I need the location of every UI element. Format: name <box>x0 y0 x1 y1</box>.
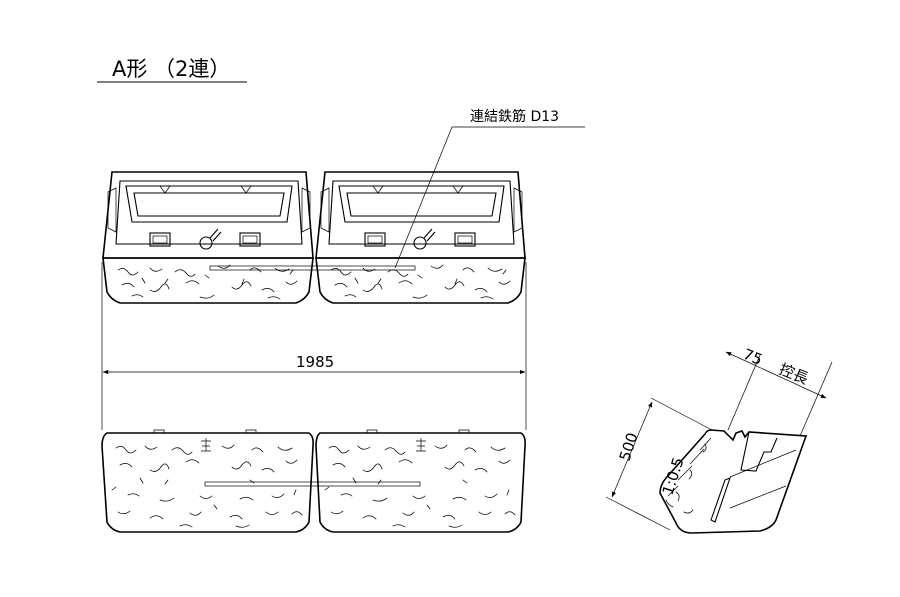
stone-texture <box>117 264 298 300</box>
rebar-leader-line <box>394 126 453 269</box>
drawing-title: A形 （2連） <box>112 57 230 81</box>
block-face-outline <box>315 432 526 533</box>
block-textured-face <box>102 257 314 304</box>
anchor-mark <box>416 438 426 452</box>
rebar-hole <box>199 236 213 250</box>
extension-line-bottom <box>605 496 671 531</box>
lifting-slot-left <box>364 232 386 247</box>
lifting-slot-right <box>239 232 261 247</box>
depth-dimension-line <box>725 351 827 399</box>
block-front-view-right <box>315 171 526 304</box>
block-face-view-right <box>315 429 526 533</box>
extension-line-depth-right <box>799 361 833 437</box>
block-face-outline <box>101 432 314 533</box>
rebar-hole <box>413 236 427 250</box>
block-top-outline <box>102 171 314 259</box>
connecting-rebar-bottom <box>204 481 421 487</box>
depth-dimension: 75 <box>741 345 765 369</box>
extension-line-top <box>650 397 713 431</box>
connecting-rebar-top <box>209 265 416 271</box>
section-rebar-slot <box>710 477 731 523</box>
anchor-mark <box>201 438 211 452</box>
block-pocket <box>338 185 505 223</box>
stone-texture <box>665 443 707 514</box>
block-textured-face <box>315 257 526 304</box>
height-dimension-line <box>611 401 653 498</box>
height-dimension: 500 <box>616 430 642 463</box>
slope-label: 1:0.5 <box>659 455 688 497</box>
block-top-outline <box>315 171 526 259</box>
block-face-view-left <box>101 429 314 533</box>
lifting-slot-right <box>454 232 476 247</box>
lifting-slot-left <box>149 232 171 247</box>
section-outline <box>659 429 808 534</box>
block-section-view <box>659 429 808 534</box>
block-front-view-left <box>102 171 314 304</box>
block-pocket <box>125 185 293 223</box>
depth-label: 控長 <box>777 360 812 388</box>
stone-texture <box>330 264 511 300</box>
stone-texture <box>111 444 303 528</box>
rebar-label: 連結鉄筋 D13 <box>470 108 559 125</box>
section-pocket <box>740 431 778 472</box>
width-dimension: 1985 <box>296 353 334 371</box>
